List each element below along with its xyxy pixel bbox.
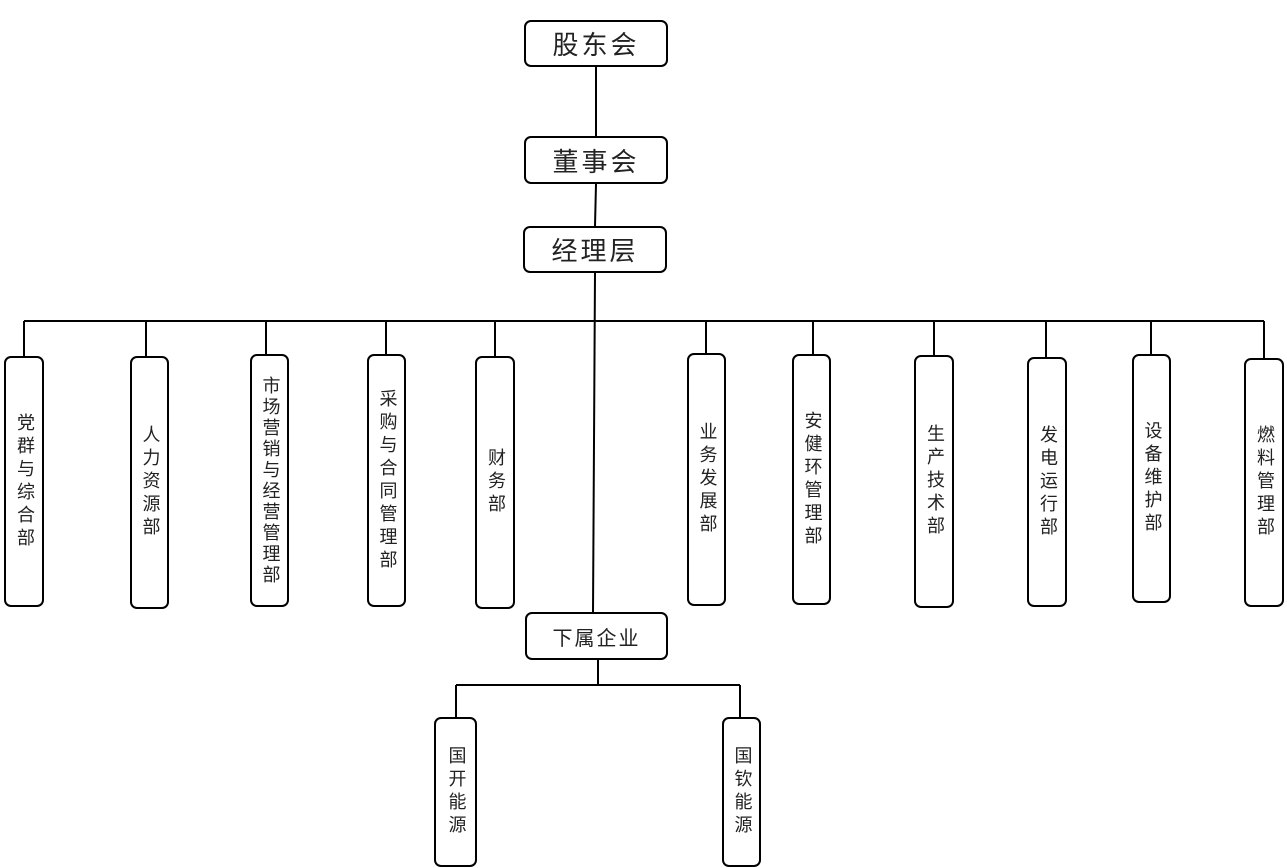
department-label: 人力资源部 [139,425,161,540]
department-box: 安健环管理部 [792,354,831,605]
department-box: 市场营销与经营管理部 [250,354,289,607]
shareholders-label: 股东会 [552,31,640,61]
department-box: 人力资源部 [130,356,169,609]
subsidiary-label: 国开能源 [445,746,467,838]
subsidiary-label: 国钦能源 [731,746,753,838]
department-label: 安健环管理部 [801,410,823,549]
board-box: 董事会 [524,136,668,184]
department-label: 燃料管理部 [1254,425,1275,540]
department-label: 财务部 [485,448,506,517]
department-box: 发电运行部 [1027,357,1067,607]
department-label: 党群与综合部 [14,412,35,551]
department-box: 燃料管理部 [1244,358,1284,607]
department-label: 业务发展部 [696,422,718,537]
connector-trunk [592,272,596,613]
department-label: 市场营销与经营管理部 [259,375,281,586]
department-box: 采购与合同管理部 [367,354,406,607]
board-label: 董事会 [552,147,640,178]
subsidiaries-label: 下属企业 [552,625,641,650]
department-box: 生产技术部 [914,355,954,608]
connector-board-management [594,183,597,227]
subsidiary-box: 国开能源 [434,717,477,867]
department-label: 生产技术部 [924,424,945,539]
department-label: 设备维护部 [1141,421,1163,536]
department-box: 党群与综合部 [4,356,44,607]
management-label: 经理层 [551,237,639,267]
department-box: 设备维护部 [1132,354,1171,603]
department-label: 采购与合同管理部 [376,388,398,573]
shareholders-box: 股东会 [524,20,668,67]
department-box: 财务部 [475,356,515,609]
management-box: 经理层 [523,226,667,273]
department-box: 业务发展部 [687,353,726,606]
subsidiary-box: 国钦能源 [722,717,761,867]
subsidiaries-box: 下属企业 [525,612,668,660]
department-label: 发电运行部 [1037,424,1058,540]
